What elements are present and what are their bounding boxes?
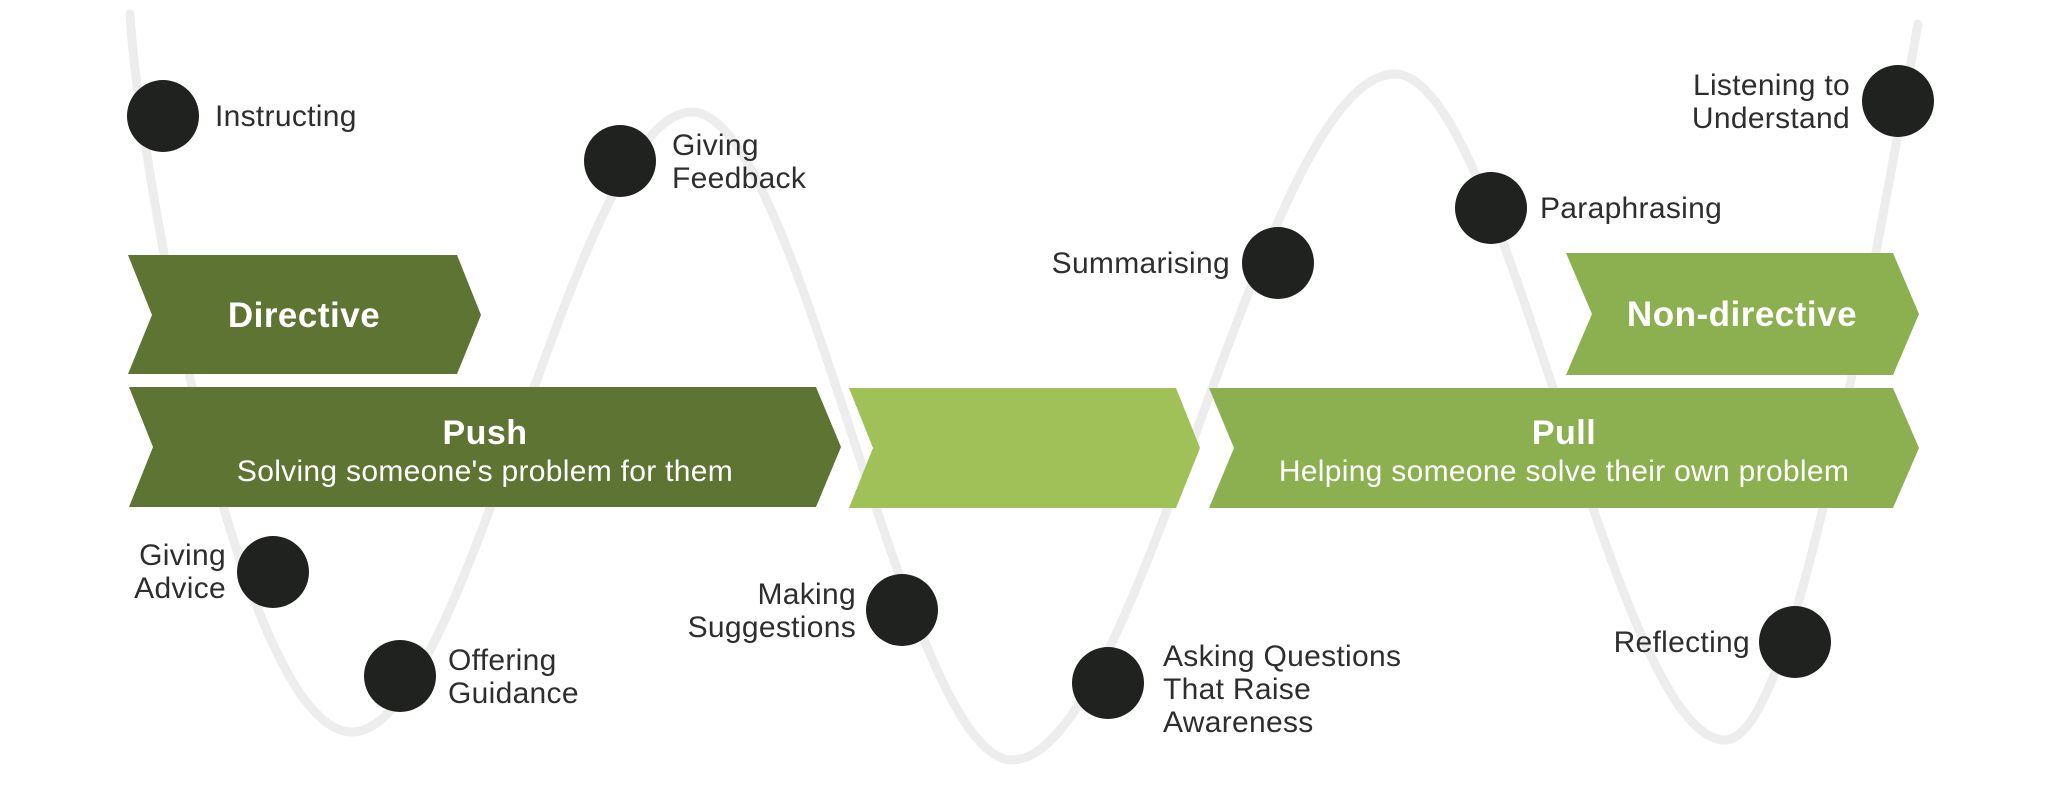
- asking-questions-label-line2: That Raise: [1163, 673, 1311, 706]
- instructing-label: Instructing: [215, 100, 357, 133]
- paraphrasing-label: Paraphrasing: [1540, 192, 1722, 225]
- push-band-title: Push: [442, 414, 527, 452]
- spectrum-wave-line: [125, 9, 1923, 765]
- listening-to-understand-label: Listening to Understand: [1692, 69, 1850, 135]
- asking-questions-dot: [1072, 647, 1144, 719]
- giving-advice-label: Giving Advice: [134, 539, 226, 605]
- non-directive-banner: [1566, 253, 1919, 375]
- directive-banner-label: Directive: [228, 296, 380, 335]
- summarising-dot: [1242, 227, 1314, 299]
- asking-questions-label-line1: Asking Questions: [1163, 640, 1401, 673]
- directive-banner: [128, 255, 481, 374]
- listening-to-understand-dot: [1862, 65, 1934, 137]
- instructing-dot: [127, 80, 199, 152]
- offering-guidance-dot: [364, 640, 436, 712]
- pull-band-title: Pull: [1532, 414, 1596, 452]
- listening-to-understand-label-line1: Listening to: [1693, 69, 1850, 102]
- making-suggestions-label-line2: Suggestions: [688, 611, 856, 644]
- giving-feedback-label-line2: Feedback: [672, 162, 807, 195]
- paraphrasing-dot: [1455, 172, 1527, 244]
- giving-feedback-label-line1: Giving: [672, 129, 759, 162]
- asking-questions-label-line3: Awareness: [1163, 706, 1314, 739]
- making-suggestions-label-line1: Making: [757, 578, 856, 611]
- offering-guidance-label-line2: Guidance: [448, 677, 579, 710]
- giving-feedback-dot: [584, 125, 656, 197]
- summarising-label: Summarising: [1052, 247, 1230, 280]
- making-suggestions-label: Making Suggestions: [688, 578, 856, 644]
- giving-advice-label-line1: Giving: [139, 539, 226, 572]
- non-directive-banner-label: Non-directive: [1627, 295, 1857, 334]
- push-band: [129, 387, 841, 507]
- giving-advice-label-line2: Advice: [134, 572, 226, 605]
- making-suggestions-dot: [866, 574, 938, 646]
- asking-questions-label: Asking Questions That Raise Awareness: [1163, 640, 1401, 739]
- listening-to-understand-label-line2: Understand: [1692, 102, 1850, 135]
- reflecting-dot: [1759, 606, 1831, 678]
- transition-band: [849, 388, 1200, 508]
- offering-guidance-label-line1: Offering: [448, 644, 557, 677]
- pull-band: [1209, 388, 1919, 508]
- offering-guidance-label: Offering Guidance: [448, 644, 579, 710]
- reflecting-label: Reflecting: [1614, 626, 1750, 659]
- push-band-subtitle: Solving someone's problem for them: [237, 455, 733, 488]
- giving-feedback-label: Giving Feedback: [672, 129, 807, 195]
- pull-band-subtitle: Helping someone solve their own problem: [1279, 455, 1849, 488]
- giving-advice-dot: [237, 536, 309, 608]
